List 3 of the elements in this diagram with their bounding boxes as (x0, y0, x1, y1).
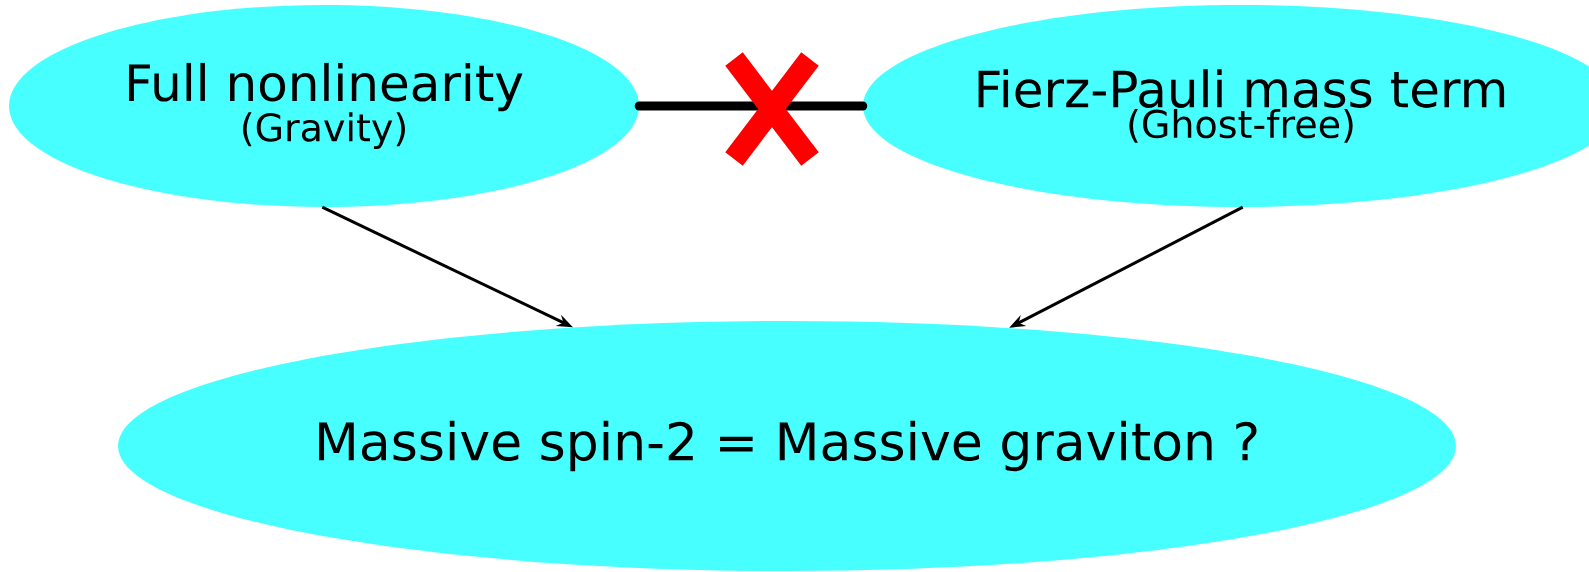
ellipse-node: Massive spin-2 = Massive graviton ? (118, 321, 1456, 571)
connector-line (634, 101, 868, 111)
ellipse-node: Full nonlinearity (Gravity) (9, 5, 639, 207)
